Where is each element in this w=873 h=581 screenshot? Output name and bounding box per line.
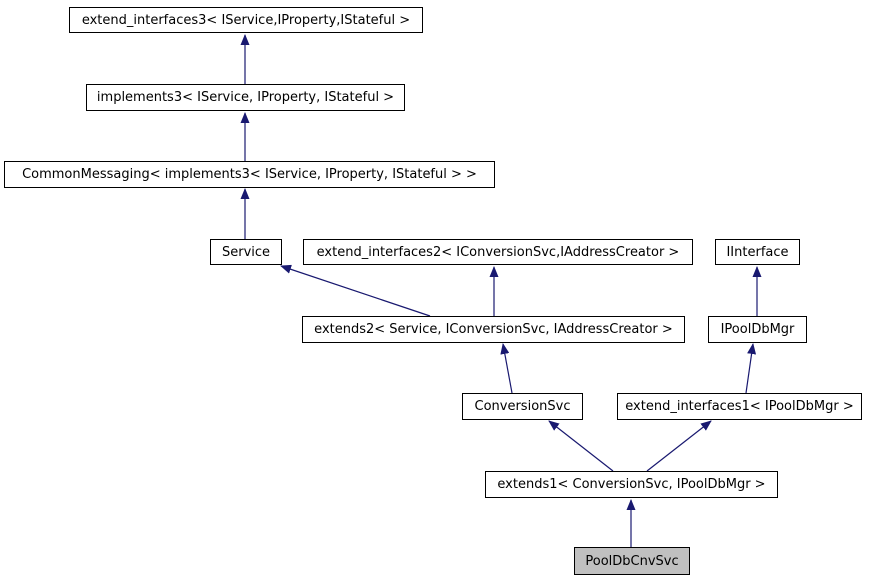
node-conversionsvc[interactable]: ConversionSvc bbox=[462, 393, 583, 420]
node-extend-interfaces1[interactable]: extend_interfaces1< IPoolDbMgr > bbox=[617, 393, 862, 420]
node-ipooldbmgr[interactable]: IPoolDbMgr bbox=[708, 316, 807, 343]
node-extend-interfaces3[interactable]: extend_interfaces3< IService,IProperty,I… bbox=[69, 7, 423, 33]
edge-extends1-to-conversionsvc bbox=[548, 420, 614, 472]
node-extend-interfaces2[interactable]: extend_interfaces2< IConversionSvc,IAddr… bbox=[303, 239, 693, 265]
node-commonmessaging[interactable]: CommonMessaging< implements3< IService, … bbox=[4, 161, 495, 188]
node-pooldbcnvsvc-selected: PoolDbCnvSvc bbox=[574, 547, 690, 575]
edge-extends1-to-extend_interfaces1 bbox=[646, 420, 712, 472]
node-implements3[interactable]: implements3< IService, IProperty, IState… bbox=[86, 84, 405, 111]
node-iinterface[interactable]: IInterface bbox=[715, 239, 800, 265]
edge-conversionsvc-to-extends2 bbox=[500, 343, 513, 394]
node-extends2[interactable]: extends2< Service, IConversionSvc, IAddr… bbox=[302, 316, 685, 343]
node-extends1[interactable]: extends1< ConversionSvc, IPoolDbMgr > bbox=[485, 471, 778, 498]
node-service[interactable]: Service bbox=[210, 239, 282, 265]
edge-extend_interfaces1-to-ipooldbmgr bbox=[745, 343, 757, 394]
edge-extends2-to-service bbox=[280, 264, 431, 317]
